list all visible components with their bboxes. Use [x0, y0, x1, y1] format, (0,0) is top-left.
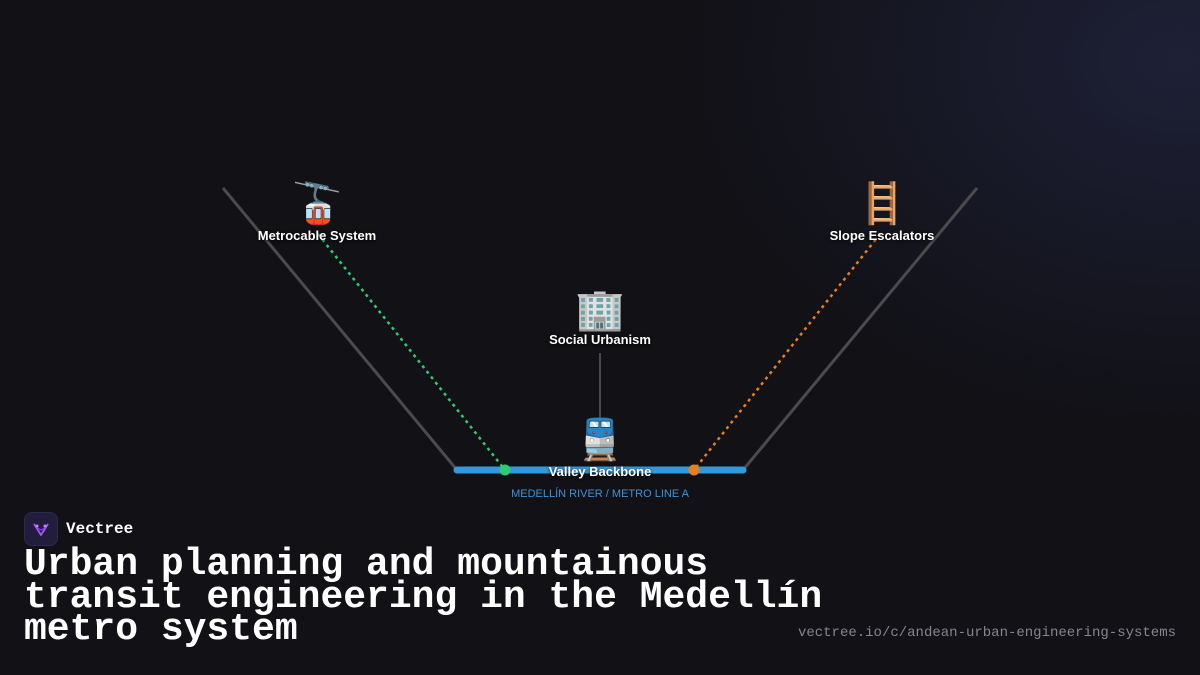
aerial-tramway-icon: 🚡: [292, 181, 342, 227]
social-urbanism-label: Social Urbanism: [549, 332, 651, 347]
river-label: MEDELLÍN RIVER / METRO LINE A: [511, 488, 689, 500]
metrocable-junction: [499, 464, 511, 476]
train-icon: 🚆: [575, 417, 625, 463]
valley-backbone-label: Valley Backbone: [548, 464, 652, 479]
brand: Vectree: [24, 512, 133, 546]
ladder-icon: 🪜: [857, 181, 907, 227]
escalators-link: [693, 233, 881, 471]
metrocable-link: [317, 233, 506, 471]
right-slope-line: [741, 187, 979, 471]
vectree-logo-icon: [24, 512, 58, 546]
office-building-icon: 🏢: [575, 287, 625, 333]
page-title: Urban planning and mountainous transit e…: [24, 543, 823, 651]
source-url: vectree.io/c/andean-urban-engineering-sy…: [797, 625, 1176, 641]
brand-name: Vectree: [66, 520, 134, 538]
metrocable-label: Metrocable System: [257, 228, 377, 243]
escalators-junction: [688, 464, 700, 476]
left-slope-line: [221, 187, 459, 471]
escalators-label: Slope Escalators: [829, 228, 935, 243]
